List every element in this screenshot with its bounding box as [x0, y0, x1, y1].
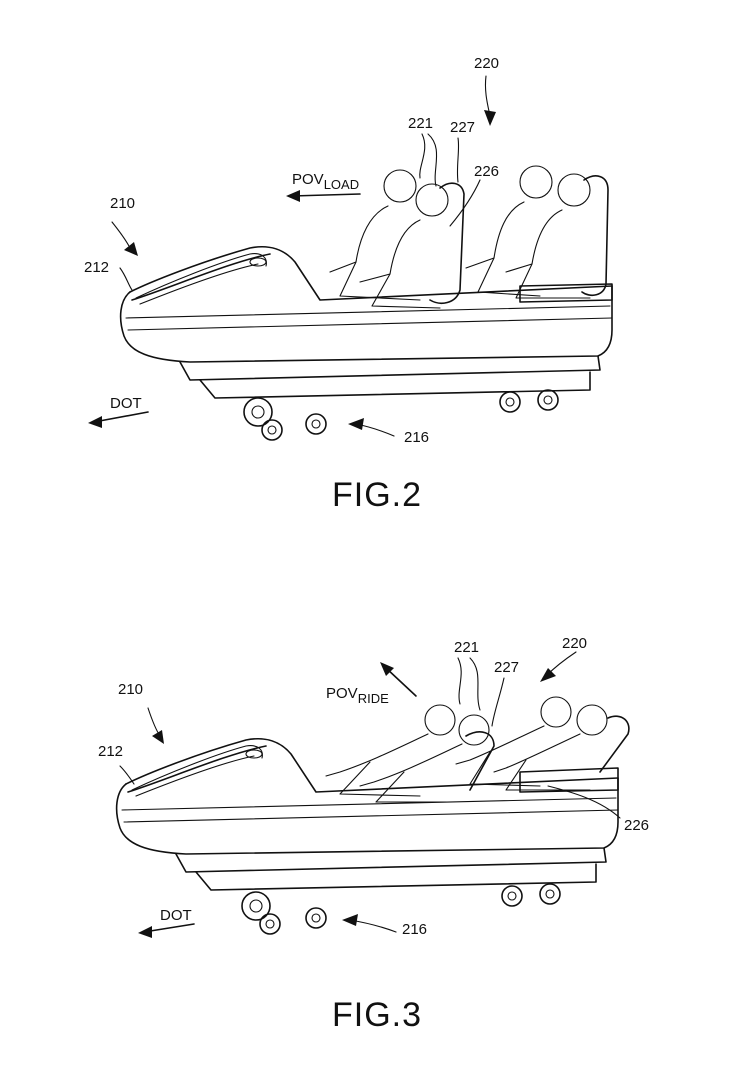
pov-sub: LOAD [323, 177, 360, 192]
figure-3: 210 212 216 220 221 227 226 DOT POVRIDE … [0, 540, 730, 1080]
figure-caption: FIG.2 [332, 476, 423, 514]
ride-vehicle-reclined-drawing [115, 651, 630, 938]
pov-sub: RIDE [357, 691, 389, 706]
label-rider: 221 [408, 115, 434, 132]
riders-reclined [325, 696, 608, 803]
label-restraint: 226 [624, 817, 650, 834]
riders-upright [329, 165, 591, 309]
vehicle-hull [119, 246, 613, 399]
wheel-assemblies [241, 883, 561, 935]
pov-main: POV [292, 171, 324, 188]
reference-leaders [119, 651, 621, 938]
label-front: 212 [84, 259, 110, 276]
label-direction: DOT [160, 907, 192, 924]
label-front: 212 [98, 743, 124, 760]
label-seat: 227 [450, 119, 476, 136]
vehicle-hull [115, 738, 619, 891]
label-wheels: 216 [402, 921, 428, 938]
figure-caption: FIG.3 [332, 996, 423, 1034]
label-pov: POVRIDE [326, 686, 389, 705]
label-vehicle: 210 [110, 195, 136, 212]
label-direction: DOT [110, 395, 142, 412]
label-seat: 227 [494, 659, 520, 676]
label-group: 220 [562, 635, 588, 652]
reference-leaders [88, 75, 496, 437]
label-restraint: 226 [474, 163, 500, 180]
label-pov: POVLOAD [292, 172, 359, 191]
label-wheels: 216 [404, 429, 430, 446]
label-vehicle: 210 [118, 681, 144, 698]
ride-vehicle-upright-drawing [88, 75, 613, 441]
label-group: 220 [474, 55, 500, 72]
pov-main: POV [326, 685, 358, 702]
label-rider: 221 [454, 639, 480, 656]
seats [429, 175, 613, 304]
figure-2: 210 212 216 220 221 227 226 DOT POVLOAD … [84, 55, 613, 514]
wheel-assemblies [243, 389, 559, 441]
